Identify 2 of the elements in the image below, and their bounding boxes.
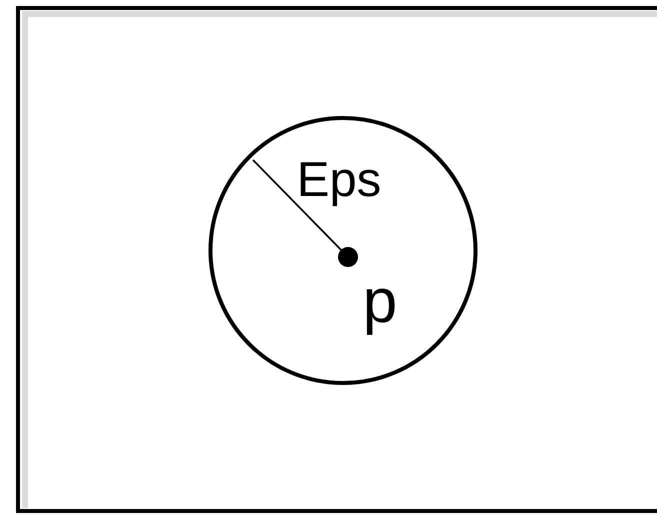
radius-label: Eps	[300, 162, 380, 206]
point-label: p	[366, 288, 395, 335]
